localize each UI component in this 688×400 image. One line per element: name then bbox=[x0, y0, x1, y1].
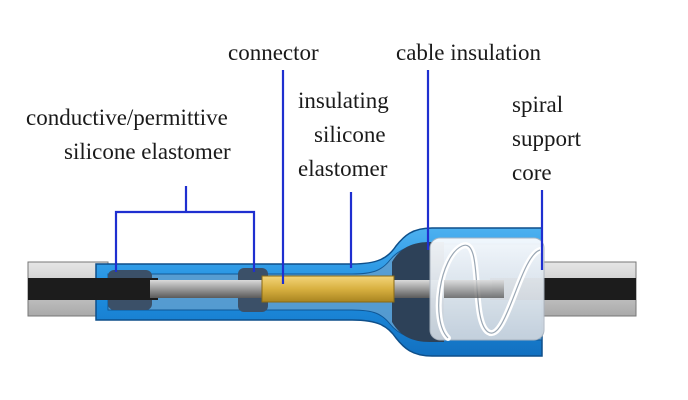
connector bbox=[261, 275, 395, 303]
insulating-label-line3: elastomer bbox=[298, 156, 388, 181]
spiral-label-line2: support bbox=[512, 126, 582, 151]
spiral-core-rod bbox=[444, 280, 504, 298]
cable-insulation-label: cable insulation bbox=[396, 40, 541, 65]
connector-label: connector bbox=[228, 40, 319, 65]
conductive-label-line2: silicone elastomer bbox=[64, 139, 231, 164]
insulating-label-line1: insulating bbox=[298, 88, 389, 113]
insulating-label-line2: silicone bbox=[314, 122, 386, 147]
left-core-rod bbox=[150, 280, 262, 298]
bracket-conductive bbox=[114, 186, 256, 272]
spiral-label-line1: spiral bbox=[512, 92, 563, 117]
left-conductor bbox=[28, 278, 158, 300]
conductive-label-line1: conductive/permittive bbox=[26, 105, 228, 130]
spiral-label-line3: core bbox=[512, 160, 552, 185]
